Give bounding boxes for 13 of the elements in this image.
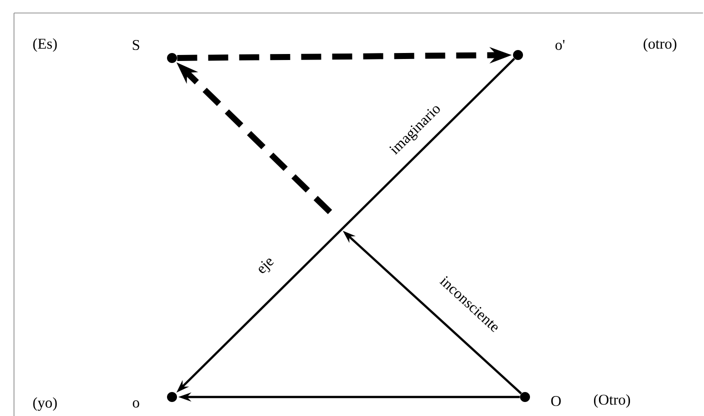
axis-label: eje <box>258 258 274 274</box>
point-label: (Es) <box>33 38 57 52</box>
point-label: o <box>132 400 140 408</box>
point-dot <box>520 392 530 402</box>
point-label: S <box>132 40 140 50</box>
point-label: (otro) <box>644 38 676 52</box>
point-label: (yo) <box>33 397 57 411</box>
point-dot <box>167 53 177 63</box>
point-dot <box>513 50 523 60</box>
point-label: (Otro) <box>594 394 630 408</box>
point-label: o' <box>555 40 564 50</box>
point-dot <box>167 392 177 402</box>
point-label: O <box>551 396 561 406</box>
